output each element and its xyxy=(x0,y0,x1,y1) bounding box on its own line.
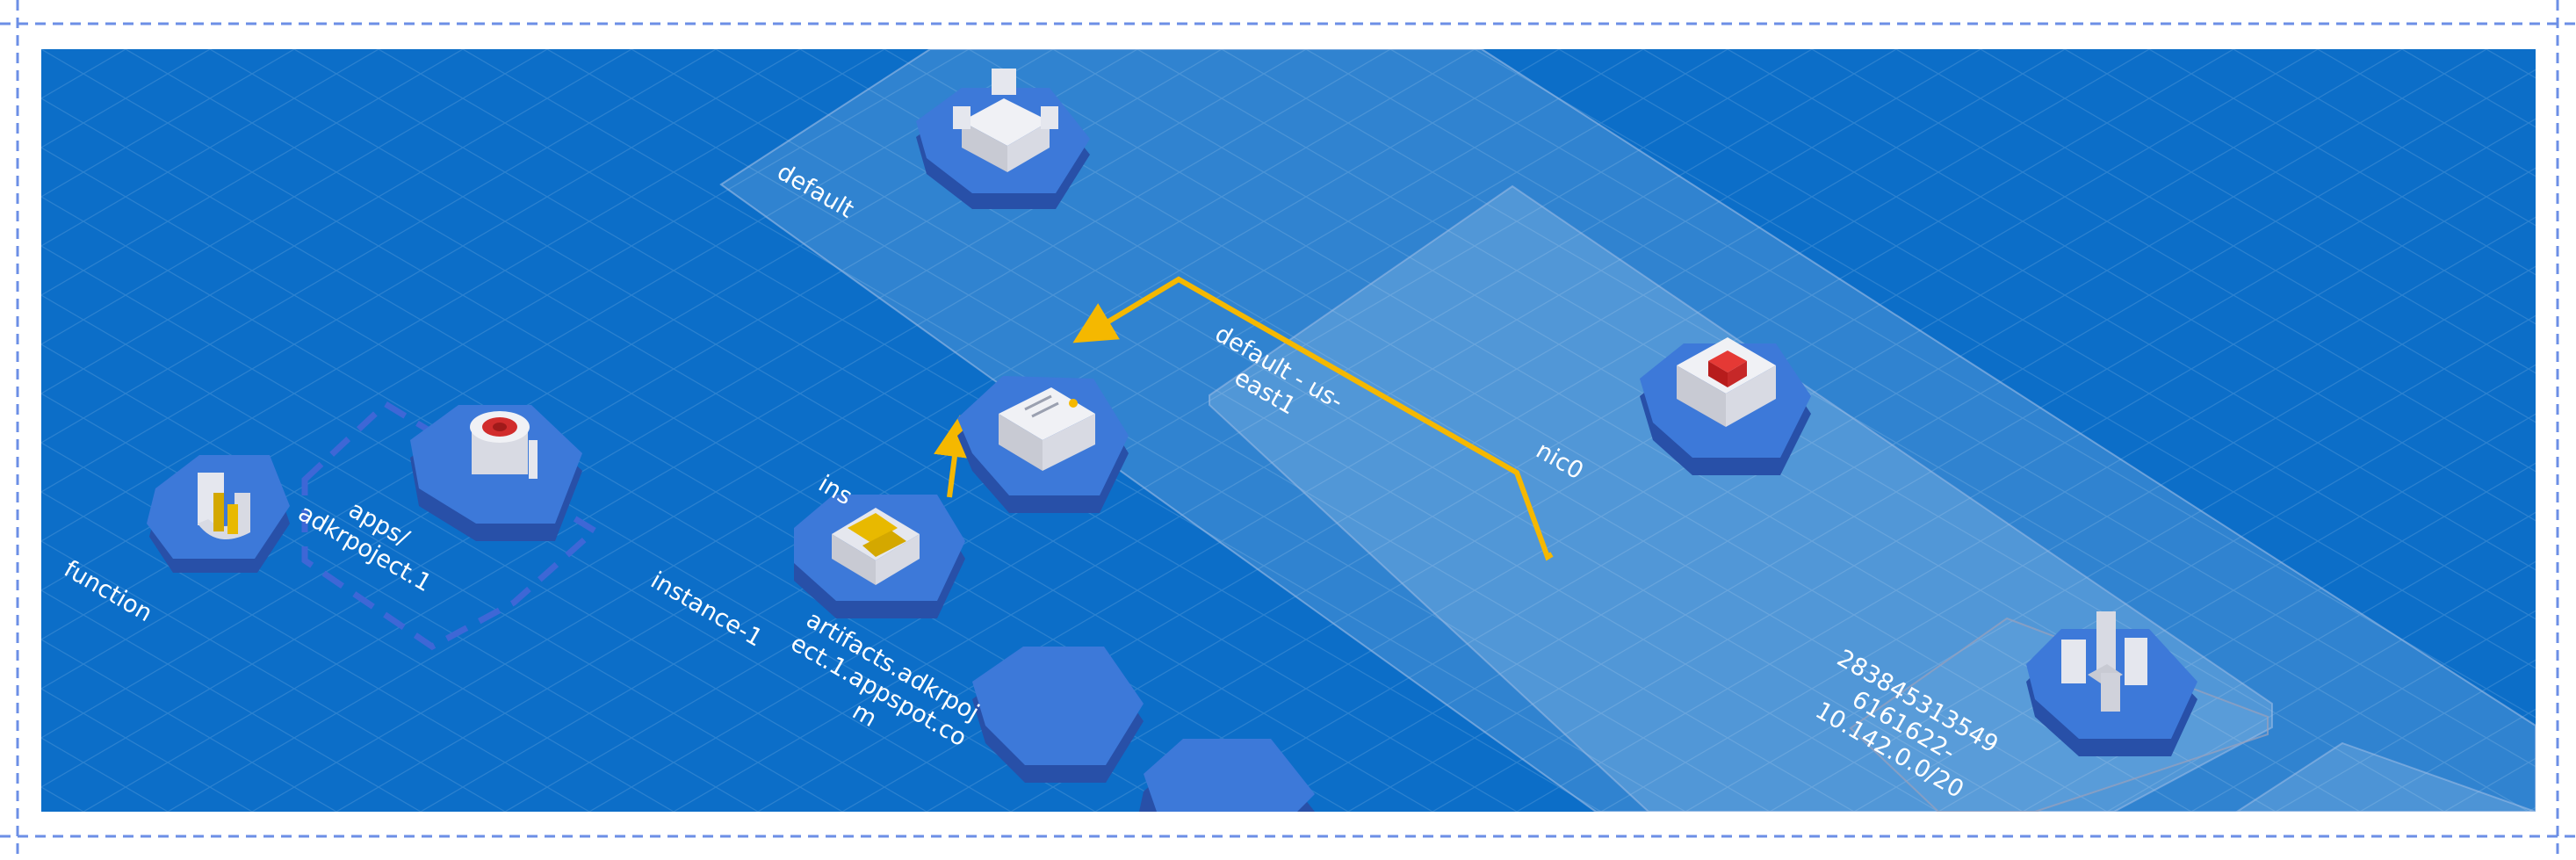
empty-node-1[interactable] xyxy=(972,647,1144,783)
architecture-diagram[interactable]: function apps/ adkrpoject.1 instance-1 i… xyxy=(41,49,2536,812)
pubsub-topic-icon xyxy=(999,387,1095,471)
subnet-zone[interactable] xyxy=(1209,184,2273,812)
compute-instance-node[interactable] xyxy=(1640,337,1811,475)
cloud-function-icon xyxy=(198,473,250,539)
empty-node-2[interactable] xyxy=(1139,739,1315,812)
subnet-router-node[interactable] xyxy=(2026,611,2197,756)
cloud-function-node[interactable] xyxy=(147,455,290,573)
pubsub-topic-node[interactable] xyxy=(957,376,1129,513)
next-zone[interactable] xyxy=(2235,741,2536,812)
app-engine-icon xyxy=(470,411,538,479)
diagram-canvas[interactable]: function apps/ adkrpoject.1 instance-1 i… xyxy=(41,49,2536,812)
subnet-router-icon xyxy=(2061,611,2147,712)
app-engine-node[interactable] xyxy=(410,405,582,541)
vpc-network-icon xyxy=(953,69,1058,172)
connector-storage-to-topic[interactable] xyxy=(934,415,976,498)
cloud-storage-icon xyxy=(832,508,920,585)
vpc-network-node[interactable] xyxy=(916,69,1090,209)
vpc-network-zone[interactable] xyxy=(719,49,2536,812)
cloud-storage-node[interactable] xyxy=(794,495,965,618)
app-engine-group[interactable] xyxy=(301,400,600,651)
connector-nic-to-topic[interactable] xyxy=(1072,276,1554,561)
compute-instance-icon xyxy=(1677,337,1776,427)
